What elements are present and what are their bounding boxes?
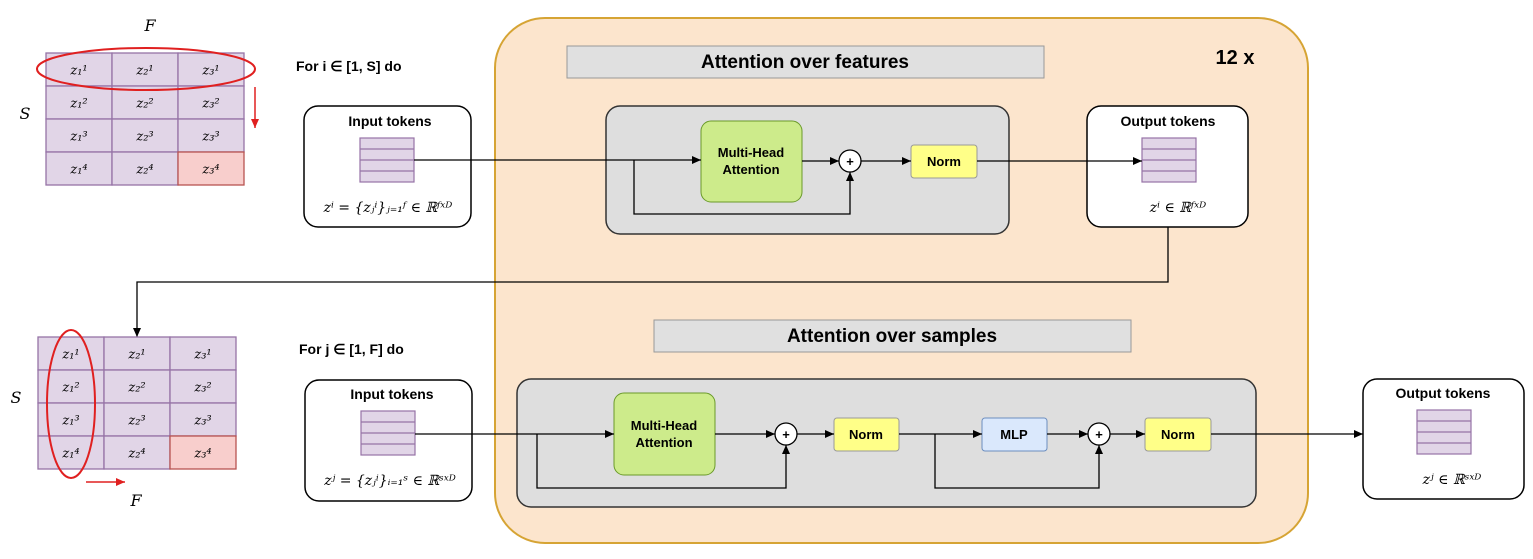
grid-cell-label: z₃⁴ [201,163,219,178]
top-connectors [133,156,1169,337]
grid-cell [177,118,245,153]
grid-cell-label: z₃² [201,97,219,112]
top-grid-row-highlight [36,47,256,91]
grid-cell [169,435,237,470]
grid-cell [111,151,179,186]
bottom-input-formula: zʲ = {zⱼⁱ}ᵢ₌₁ˢ ∈ ℝˢˣᴰ [323,473,456,489]
grid-cell-label: z₂³ [135,130,153,145]
top-mha-line1: Multi-Head [718,145,785,160]
top-add-symbol: + [846,154,854,169]
bottom-section-title: Attention over samples [787,326,997,347]
grid-cell [169,369,237,404]
bottom-add-symbol-1: + [782,427,790,442]
repeat-label: 12 x [1216,47,1255,69]
bottom-grid-col-highlight [46,329,96,479]
grid-cell [169,402,237,437]
bottom-norm-label-1: Norm [849,427,883,442]
bottom-grid-row-axis: S [11,388,22,407]
bottom-grid: z₁¹ z₂¹ z₃¹ z₁² z₂² z₃² z₁³ z₂³ z₃³ z₁⁴ z₂⁴ z₃⁴ [37,336,237,470]
top-section-title: Attention over features [701,52,909,73]
bottom-input-token-stack [360,410,416,456]
top-output-title: Output tokens [1121,113,1216,129]
bottom-output-formula: zʲ ∈ ℝˢˣᴰ [1422,472,1482,488]
grid-cell-label: z₁² [61,381,79,396]
grid-cell [45,118,113,153]
grid-cell-label: z₁¹ [61,348,79,363]
bottom-mlp-label: MLP [1000,427,1028,442]
grid-cell-label: z₃² [193,381,211,396]
top-grid-col-axis: F [143,16,156,35]
grid-cell [177,151,245,186]
grid-cell-label: z₂³ [127,414,145,429]
grid-cell [103,435,171,470]
bottom-add-symbol-2: + [1095,427,1103,442]
bottom-mha-line2: Attention [635,435,692,450]
top-mha-line2: Attention [722,162,779,177]
bottom-input-title: Input tokens [350,386,433,402]
bottom-mha-line1: Multi-Head [631,418,698,433]
bottom-mha-box [613,392,716,476]
top-input-title: Input tokens [348,113,431,129]
top-grid-row-axis: S [20,104,31,123]
grid-cell-label: z₂⁴ [127,447,145,462]
grid-cell-label: z₁² [69,97,87,112]
grid-cell-label: z₁⁴ [69,163,87,178]
bottom-section-title-box [653,319,1132,353]
grid-cell-label: z₃⁴ [193,447,211,462]
grid-cell-label: z₃¹ [193,348,211,363]
bottom-loop-label: For j ∈ [1, F] do [299,341,404,357]
top-input-token-stack [359,137,415,183]
grid-cell-label: z₃¹ [201,64,219,79]
grid-cell-label: z₁³ [69,130,87,145]
grid-cell [103,402,171,437]
bottom-output-title: Output tokens [1396,385,1491,401]
bottom-connectors [415,430,1363,489]
grid-cell-label: z₁³ [61,414,79,429]
grid-cell-label: z₃³ [201,130,219,145]
top-grid: z₁¹ z₂¹ z₃¹ z₁² z₂² z₃² z₁³ z₂³ z₃³ z₁⁴ z₂⁴ z₃⁴ [45,52,245,186]
grid-cell [37,435,105,470]
grid-cell-label: z₂² [127,381,145,396]
bottom-norm-label-2: Norm [1161,427,1195,442]
top-section-title-box [566,45,1045,79]
grid-cell-label: z₂¹ [135,64,153,79]
bottom-grid-col-axis: F [129,491,142,510]
grid-cell-label: z₂⁴ [135,163,153,178]
grid-cell-label: z₁⁴ [61,447,79,462]
top-norm-label: Norm [927,154,961,169]
grid-cell [111,52,179,87]
top-loop-label: For i ∈ [1, S] do [296,58,402,74]
top-output-token-stack [1141,137,1197,183]
grid-cell-label: z₃³ [193,414,211,429]
bottom-output-token-stack [1416,409,1472,455]
grid-cell-label: z₂¹ [127,348,145,363]
grid-cell-label: z₂² [135,97,153,112]
top-output-formula: zⁱ ∈ ℝᶠˣᴰ [1149,200,1206,216]
top-input-formula: zⁱ = {zⱼⁱ}ⱼ₌₁ᶠ ∈ ℝᶠˣᴰ [323,200,453,216]
grid-cell-label: z₁¹ [69,64,87,79]
